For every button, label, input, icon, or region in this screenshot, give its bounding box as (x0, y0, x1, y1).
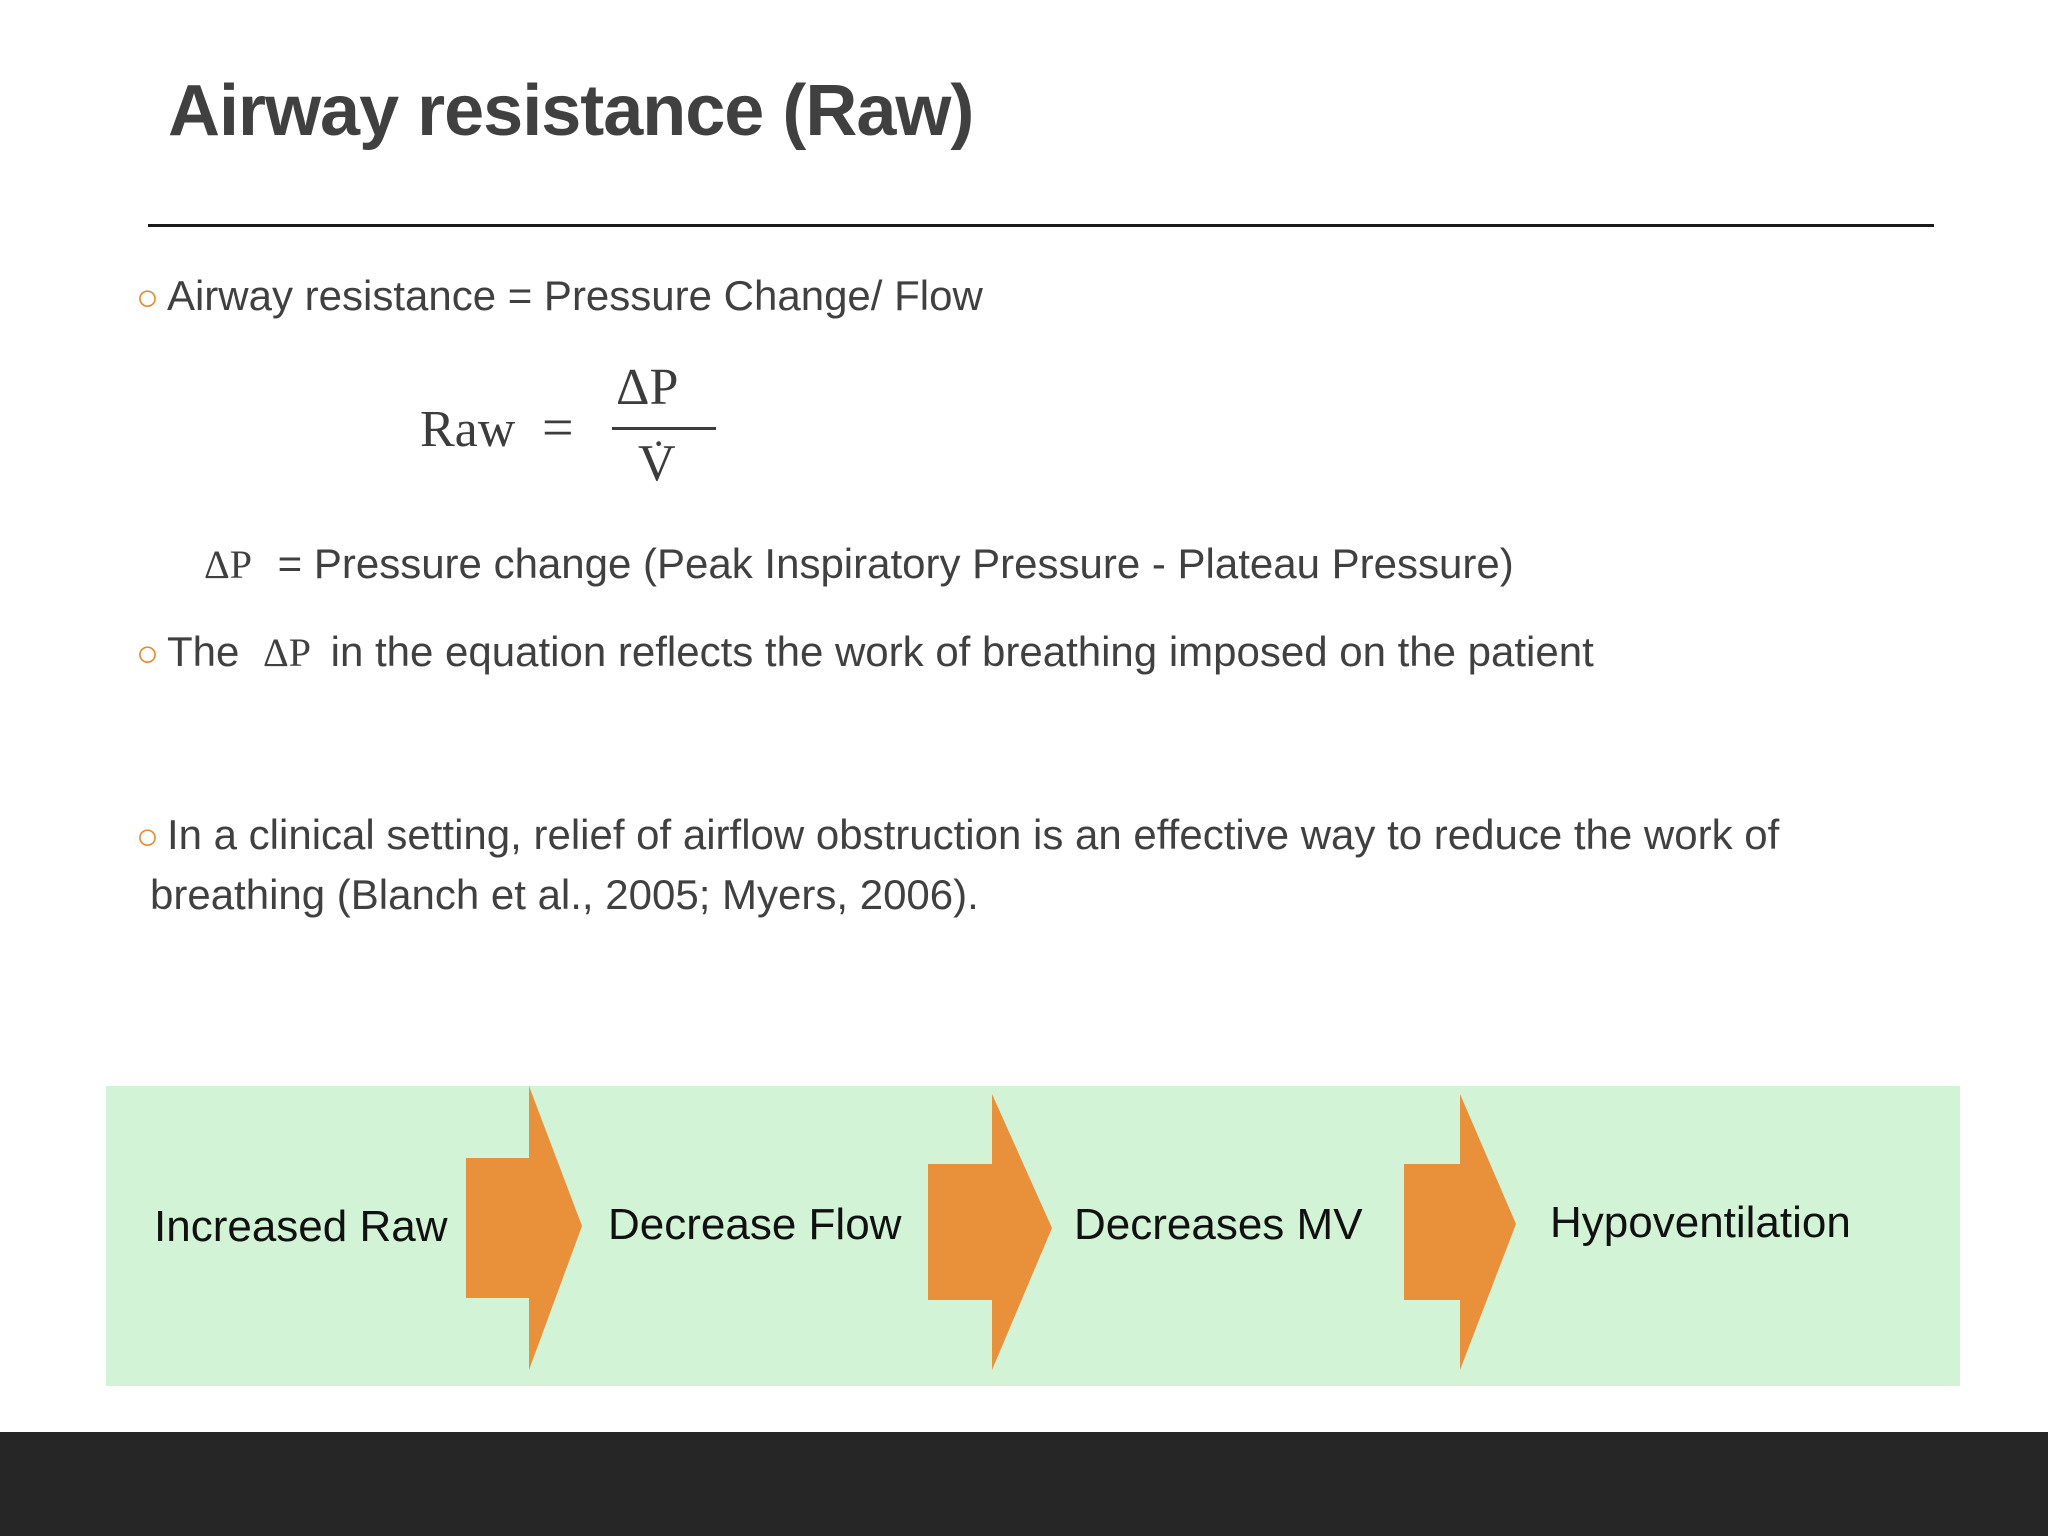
fraction-bar (612, 427, 716, 430)
bullet-text-line1: In a clinical setting, relief of airflow… (166, 811, 1780, 858)
delta-p-definition: ΔP = Pressure change (Peak Inspiratory P… (204, 540, 1514, 588)
flow-step-decrease-flow: Decrease Flow (608, 1200, 902, 1249)
bullet-text-line2: breathing (Blanch et al., 2005; Myers, 2… (150, 871, 979, 918)
bullet-text: Airway resistance = Pressure Change/ Flo… (166, 272, 983, 319)
flow-arrow-2-icon (928, 1094, 1052, 1370)
flow-step-hypoventilation: Hypoventilation (1550, 1198, 1851, 1247)
bullet-clinical-setting: ○In a clinical setting, relief of airflo… (136, 806, 1926, 924)
bullet-text-post: in the equation reflects the work of bre… (330, 628, 1594, 675)
bullet-formula-definition: ○Airway resistance = Pressure Change/ Fl… (136, 272, 983, 320)
title-divider (148, 224, 1934, 227)
flow-arrow-3-icon (1404, 1094, 1516, 1370)
bullet-work-of-breathing: ○The ΔP in the equation reflects the wor… (136, 628, 1594, 676)
formula-equals: = (542, 397, 574, 459)
page-title: Airway resistance (Raw) (168, 71, 974, 151)
inline-delta-p-symbol: ΔP (263, 630, 311, 675)
formula-numerator: ΔP (616, 359, 679, 416)
flow-step-decreases-mv: Decreases MV (1074, 1200, 1363, 1249)
flow-arrow-1-icon (466, 1086, 582, 1370)
formula-denominator: V (638, 435, 676, 492)
bullet-circle-icon: ○ (136, 277, 159, 319)
flow-step-increased-raw: Increased Raw (154, 1202, 448, 1251)
bullet-circle-icon: ○ (136, 633, 159, 675)
bullet-circle-icon: ○ (136, 816, 159, 858)
bullet-text-pre: The (166, 628, 240, 675)
footer-bar (0, 1432, 2048, 1536)
delta-p-symbol: ΔP (204, 542, 252, 587)
formula-lhs: Raw (420, 401, 516, 458)
delta-p-definition-text: = Pressure change (Peak Inspiratory Pres… (277, 540, 1514, 587)
flow-dot: · (652, 421, 666, 466)
